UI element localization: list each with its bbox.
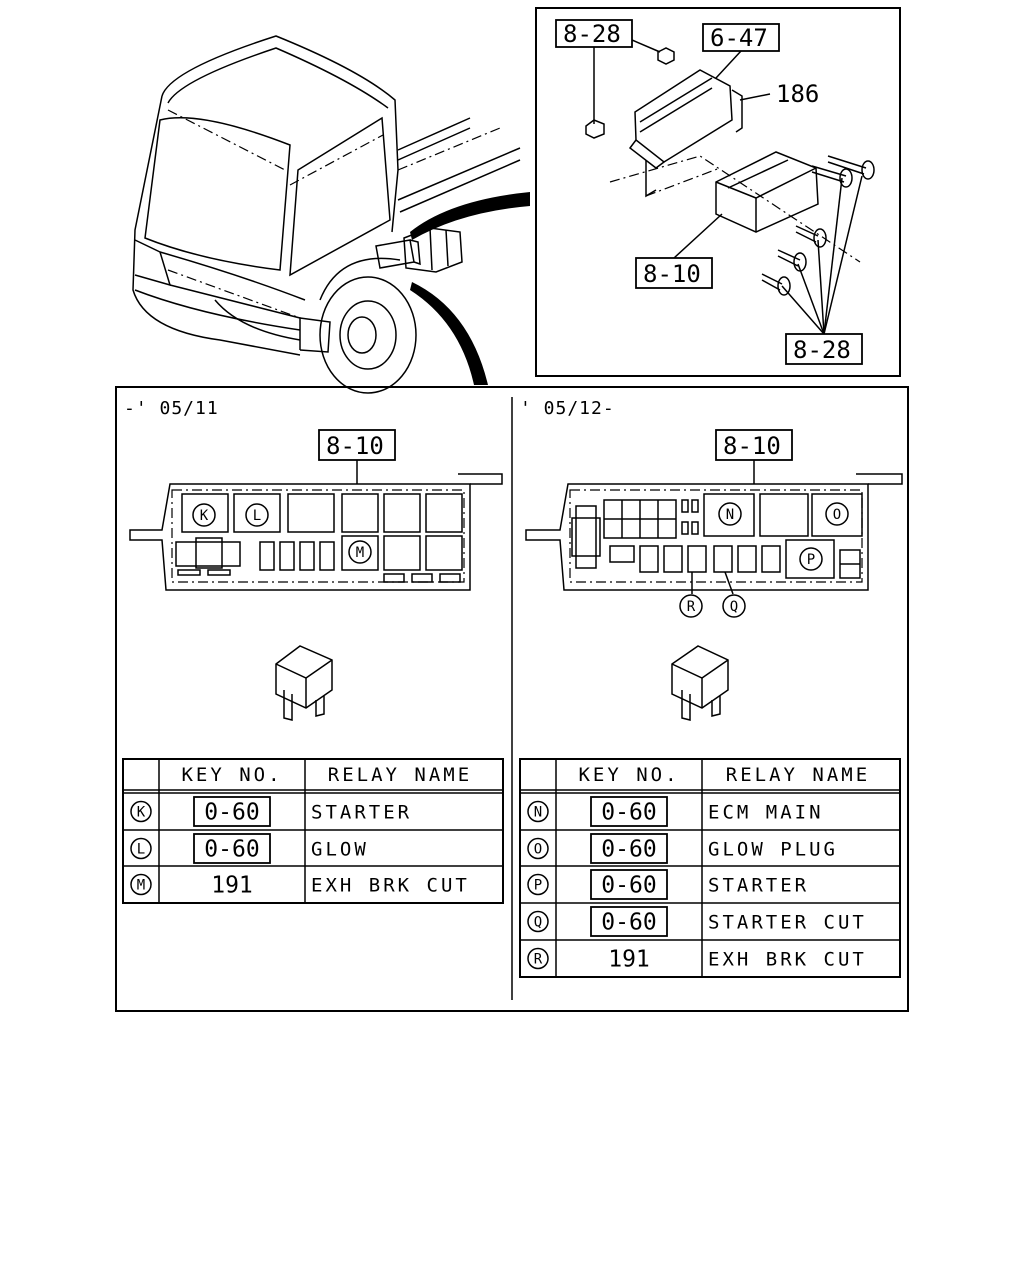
bolt-icon [761, 273, 791, 296]
relay-key-badge: N [527, 800, 549, 823]
svg-text:L: L [253, 508, 261, 524]
key-no-value: 191 [211, 873, 253, 899]
relay-name-value: EXH BRK CUT [708, 949, 867, 971]
bolt-icon [827, 155, 875, 180]
table-header-relay-name: RELAY NAME [328, 764, 472, 786]
key-no-value: 0-60 [601, 800, 656, 826]
relay-position-m: M [348, 540, 372, 564]
right-panel: ' 05/12- 8-10 [519, 398, 903, 978]
relay-position-q: Q [722, 594, 746, 618]
key-no-value: 0-60 [601, 910, 656, 936]
table-row: P 0-60 STARTER [527, 869, 809, 900]
relay-key-badge: K [130, 800, 152, 823]
relay-name-value: GLOW [311, 839, 369, 861]
period-label-left: -' 05/11 [124, 398, 219, 419]
relay-key-badge: M [130, 873, 152, 896]
truck-cab-illustration [132, 35, 530, 394]
key-no-value: 0-60 [601, 837, 656, 863]
callout-186: 186 [776, 80, 819, 108]
table-row: N 0-60 ECM MAIN [527, 796, 824, 827]
bolt-icon [777, 249, 807, 272]
relay-position-k: K [192, 503, 216, 527]
relay-position-n: N [718, 502, 742, 526]
relay-key-label: R [534, 952, 543, 968]
svg-text:K: K [200, 508, 209, 524]
callout-8-28-top: 8-28 [563, 20, 621, 48]
relay-key-label: O [534, 842, 542, 858]
svg-text:M: M [356, 545, 364, 561]
key-no-value: 191 [608, 947, 650, 973]
relay-icon [275, 645, 333, 721]
key-no-value: 0-60 [204, 837, 259, 863]
relay-name-value: STARTER [311, 802, 412, 824]
relay-position-l: L [245, 503, 269, 527]
callout-8-28-bottom: 8-28 [793, 336, 851, 364]
exploded-view: 8-28 6-47 186 8-10 8-28 [555, 19, 875, 365]
key-no-value: 0-60 [204, 800, 259, 826]
relay-key-badge: L [130, 837, 152, 860]
key-no-box [193, 796, 271, 827]
left-panel: -' 05/11 8-10 K [122, 398, 504, 904]
relay-position-p: P [799, 547, 823, 571]
table-row: K 0-60 STARTER [130, 796, 412, 827]
relay-name-value: STARTER CUT [708, 912, 867, 934]
table-row: O 0-60 GLOW PLUG [527, 833, 838, 864]
relay-name-value: GLOW PLUG [708, 839, 838, 861]
relay-key-badge: R [527, 947, 549, 970]
callout-8-10-top: 8-10 [643, 260, 701, 288]
key-no-box [590, 906, 668, 937]
period-label-right: ' 05/12- [520, 398, 615, 419]
relay-box-right [525, 483, 869, 591]
table-row: M 191 EXH BRK CUT [130, 873, 470, 899]
key-no-box [590, 796, 668, 827]
svg-text:N: N [726, 507, 734, 523]
part-box-left [318, 429, 396, 461]
bolt-icon [795, 225, 827, 248]
relay-key-badge: Q [527, 910, 549, 933]
relay-key-label: K [137, 805, 146, 821]
table-row: R 191 EXH BRK CUT [527, 947, 867, 973]
bolt-icon [811, 165, 853, 188]
svg-text:Q: Q [730, 599, 738, 615]
relay-key-badge: P [527, 873, 549, 896]
relay-table-left: KEY NO. RELAY NAME [122, 758, 504, 904]
relay-panel-frame [115, 386, 909, 1012]
key-no-box [193, 833, 271, 864]
nut-icon [585, 119, 605, 139]
key-no-box [590, 833, 668, 864]
svg-text:O: O [833, 507, 841, 523]
relay-key-label: N [534, 805, 542, 821]
key-no-box [590, 869, 668, 900]
part-number-right: 8-10 [723, 432, 781, 460]
part-box-right [715, 429, 793, 461]
relay-table-right: KEY NO. RELAY NAME [519, 758, 901, 978]
part-number-left: 8-10 [326, 432, 384, 460]
relay-name-value: STARTER [708, 875, 809, 897]
relay-position-r: R [679, 594, 703, 618]
exploded-view-frame [535, 7, 901, 377]
relay-key-label: L [137, 842, 145, 858]
nut-icon [657, 47, 675, 65]
table-header-key-no: KEY NO. [578, 764, 679, 786]
relay-key-label: P [534, 878, 542, 894]
relay-box-left [129, 483, 471, 591]
relay-name-value: ECM MAIN [708, 802, 824, 824]
table-header-key-no: KEY NO. [181, 764, 282, 786]
svg-text:R: R [687, 599, 696, 615]
table-row: L 0-60 GLOW [130, 833, 369, 864]
table-header-relay-name: RELAY NAME [726, 764, 870, 786]
relay-position-o: O [825, 502, 849, 526]
callout-6-47: 6-47 [710, 24, 768, 52]
relay-key-badge: O [527, 837, 549, 860]
table-row: Q 0-60 STARTER CUT [527, 906, 867, 937]
relay-key-label: Q [534, 915, 542, 931]
relay-name-value: EXH BRK CUT [311, 875, 470, 897]
key-no-value: 0-60 [601, 873, 656, 899]
svg-text:P: P [807, 552, 815, 568]
relay-icon [671, 645, 729, 721]
relay-key-label: M [137, 878, 145, 894]
